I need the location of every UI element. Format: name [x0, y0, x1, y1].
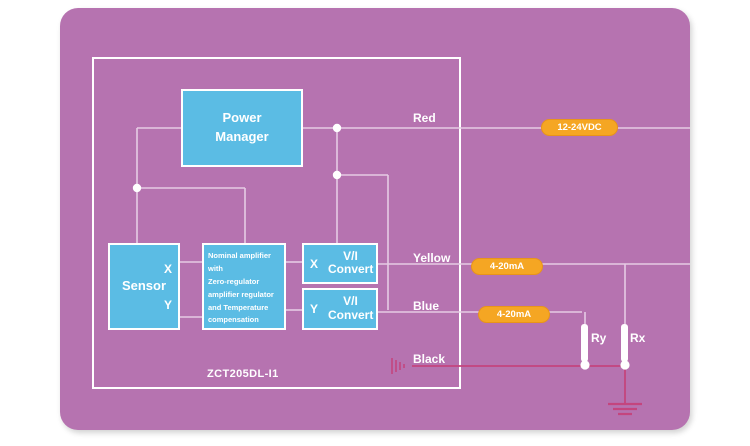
- vi-convert-x-text: V/I Convert: [328, 248, 374, 278]
- amplifier-line-5: and Temperature: [208, 302, 269, 312]
- vi-convert-y-line1: V/I: [343, 294, 358, 309]
- resistor-ry-symbol: [581, 324, 588, 362]
- amplifier-line-2: with: [208, 263, 223, 273]
- model-label: ZCT205DL-I1: [207, 368, 279, 380]
- amplifier-line-4: amplifier regulator: [208, 289, 274, 299]
- sensor-title: Sensor: [121, 278, 167, 294]
- badge-output-y: 4-20mA: [478, 306, 550, 323]
- vi-convert-x-line1: V/I: [343, 248, 358, 263]
- block-vi-convert-y: Y V/I Convert: [302, 288, 378, 330]
- power-manager-line1: Power: [222, 110, 262, 126]
- block-power-manager: Power Manager: [181, 89, 303, 167]
- power-manager-line2: Manager: [215, 129, 269, 144]
- badge-output-x: 4-20mA: [471, 258, 543, 275]
- junction-dot: [620, 360, 630, 370]
- resistor-rx-label: Rx: [630, 331, 646, 345]
- wire-label-yellow: Yellow: [413, 251, 451, 265]
- junction-dot: [132, 183, 142, 193]
- amplifier-line-1: Nominal amplifier: [208, 251, 271, 260]
- sensor-port-x: X: [163, 262, 172, 276]
- wire-label-red: Red: [413, 111, 436, 125]
- sensor-port-y: Y: [163, 297, 172, 312]
- vi-convert-x-line2: Convert: [328, 262, 374, 277]
- black-ground-mark: [391, 358, 405, 374]
- ground-symbol: [608, 402, 642, 416]
- wire-label-black: Black: [413, 352, 446, 366]
- vi-convert-x-port: X: [310, 256, 319, 271]
- block-sensor: Sensor X Y: [108, 243, 180, 330]
- device-boundary: [92, 57, 461, 389]
- badge-supply-voltage: 12-24VDC: [541, 119, 618, 136]
- resistor-ry-label: Ry: [591, 331, 607, 345]
- block-amplifier: Nominal amplifier with Zero-regulator am…: [202, 243, 286, 330]
- vi-convert-y-text: V/I Convert: [328, 294, 374, 323]
- junction-dot: [332, 123, 342, 133]
- junction-dot: [580, 360, 590, 370]
- vi-convert-y-line2: Convert: [328, 308, 374, 322]
- amplifier-line-3: Zero-regulator: [208, 276, 260, 286]
- resistor-rx-symbol: [621, 324, 628, 362]
- vi-convert-y-port: Y: [310, 302, 319, 316]
- block-vi-convert-x: X V/I Convert: [302, 243, 378, 284]
- junction-dot: [332, 170, 342, 180]
- wire-label-blue: Blue: [413, 299, 440, 313]
- amplifier-line-6: compensation: [208, 315, 259, 325]
